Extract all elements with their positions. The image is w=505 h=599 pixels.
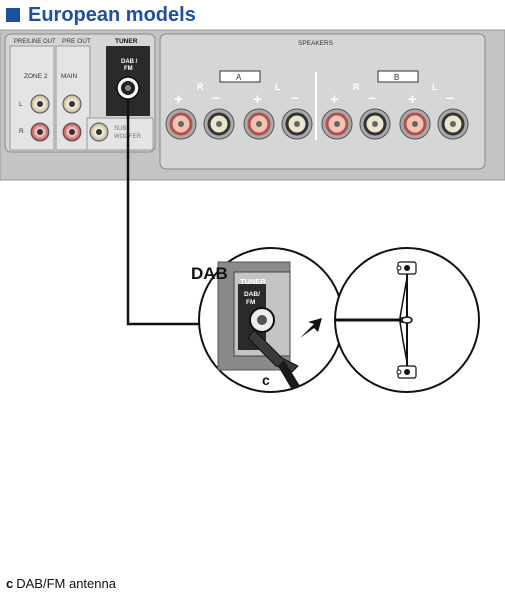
main-label: MAIN <box>61 73 78 80</box>
spk-b-l-minus: – <box>446 89 454 105</box>
group-a-box <box>219 70 261 83</box>
zone2-label: ZONE 2 <box>24 73 48 80</box>
spk-b-r-label: R <box>353 82 360 92</box>
zone2-r-jack <box>30 122 50 142</box>
antenna-cable <box>126 100 215 326</box>
antenna-detail-circle <box>334 247 480 393</box>
zone2-l-jack <box>30 94 50 114</box>
spk-a-r-label: R <box>197 82 204 92</box>
connector-detail-circle <box>198 247 344 393</box>
spk-a-l-plus: + <box>253 91 262 108</box>
spk-a-l-minus: – <box>291 89 299 105</box>
detail-dab-fm-2: FM <box>246 299 255 306</box>
subwoofer-jack <box>89 122 109 142</box>
spk-b-r-plus: + <box>330 91 339 108</box>
pushpin-icon <box>397 261 417 275</box>
group-b-label: B <box>394 73 399 82</box>
dab-fm-label-1: DAB / <box>121 59 138 65</box>
zone2-r-label: R <box>19 128 24 135</box>
spk-b-r-minus: – <box>368 89 376 105</box>
pre-out-label: PRE OUT <box>62 38 91 45</box>
pre-line-out-label: PRE/LINE OUT <box>14 39 56 45</box>
spk-a-r-minus: – <box>212 89 220 105</box>
speakers-label: SPEAKERS <box>298 40 334 47</box>
heading-square-icon <box>6 8 20 22</box>
insert-arrow-icon <box>300 318 322 338</box>
subwoofer-label-1: SUB- <box>114 126 128 132</box>
tuner-label: TUNER <box>115 38 138 45</box>
dab-fm-label-2: FM <box>124 66 133 72</box>
spk-b-l-plus: + <box>408 91 417 108</box>
zone2-l-label: L <box>19 101 23 108</box>
caption-text: DAB/FM antenna <box>16 576 116 591</box>
detail-tuner-label: TUNER <box>240 277 266 286</box>
spk-a-l-label: L <box>275 82 281 92</box>
main-l-jack <box>62 94 82 114</box>
speaker-terminals <box>165 108 469 140</box>
main-r-jack <box>62 122 82 142</box>
spk-b-l-label: L <box>432 82 438 92</box>
dab-fm-jack <box>116 76 140 100</box>
detail-dab-fm-1: DAB/ <box>244 291 260 298</box>
dab-label: DAB <box>191 264 228 283</box>
group-a-label: A <box>236 73 242 82</box>
rear-panel <box>0 29 505 181</box>
caption-marker: c <box>6 576 14 591</box>
section-heading: European models <box>6 3 196 27</box>
heading-title: European models <box>28 3 196 26</box>
group-b-box <box>377 70 419 83</box>
c-marker: c <box>262 372 270 388</box>
spk-a-r-plus: + <box>174 91 183 108</box>
